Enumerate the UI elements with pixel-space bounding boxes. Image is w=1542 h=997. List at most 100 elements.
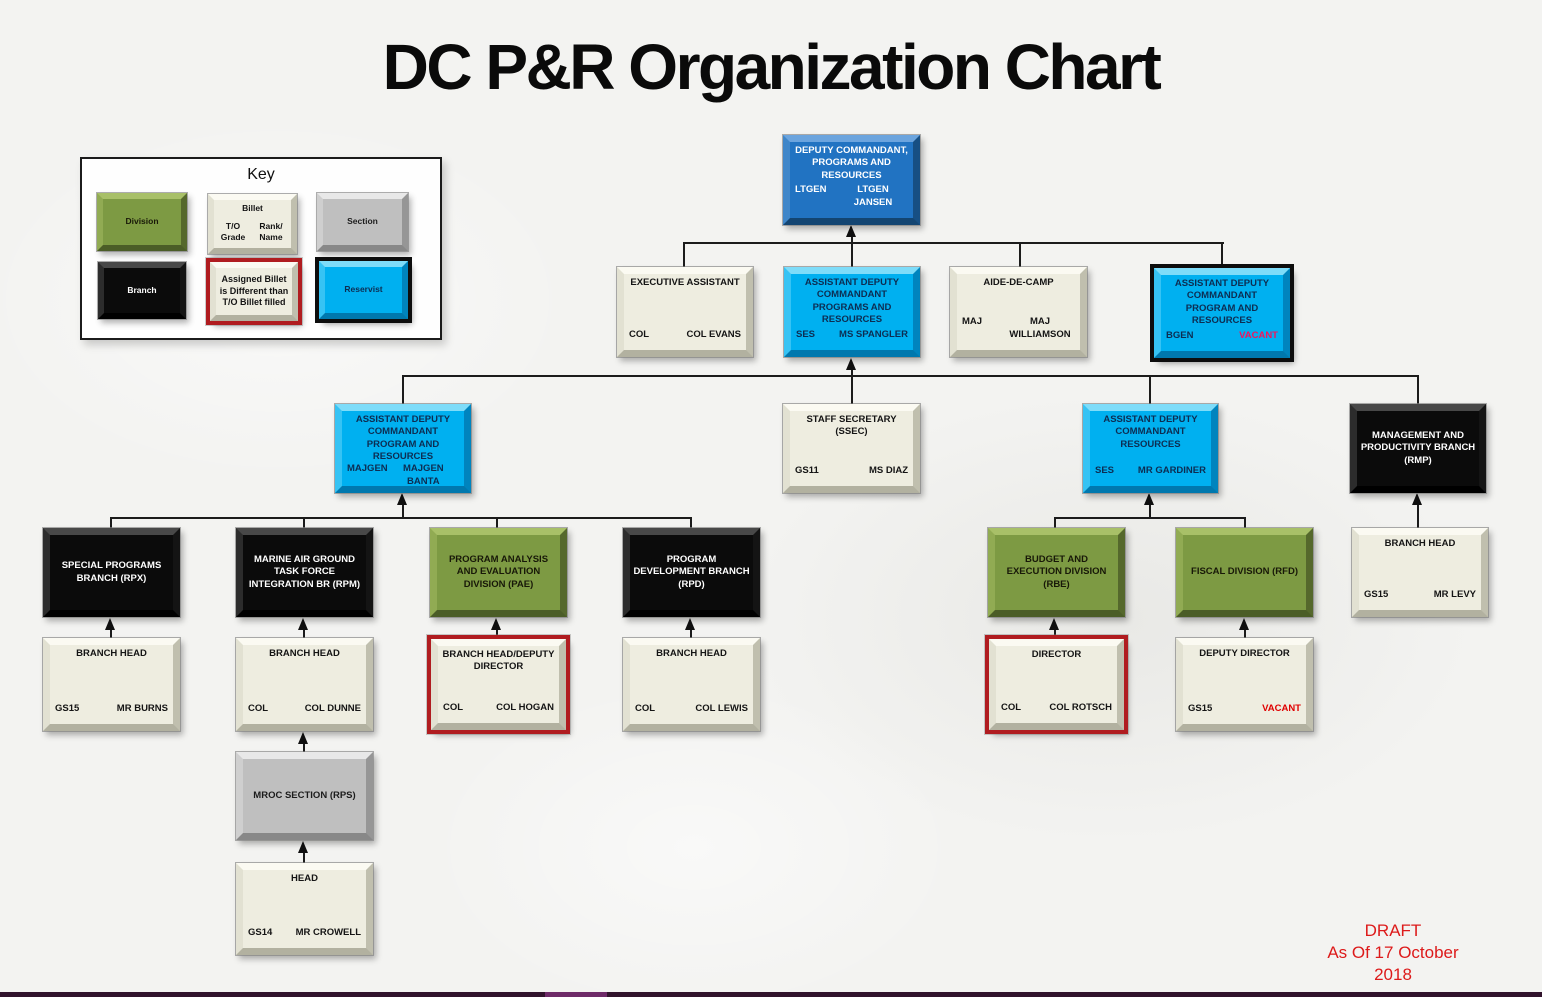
connector-vline: [851, 366, 853, 404]
node-title: EXECUTIVE ASSISTANT: [630, 277, 740, 288]
connector-vline: [1244, 517, 1246, 529]
legend-assigned-billet: Assigned Billet is Different than T/O Bi…: [210, 262, 298, 321]
legend-billet-rank: Rank/ Name: [259, 220, 283, 242]
node-title: BRANCH HEAD: [1384, 538, 1456, 549]
node-grade: SES: [1095, 464, 1115, 476]
org-node-branch-head-dunne: BRANCH HEAD COL COL DUNNE: [236, 638, 373, 731]
node-title: DEPUTY COMMANDANT, PROGRAMS AND RESOURCE…: [795, 145, 908, 181]
connector-vline: [303, 517, 305, 529]
node-person: COL ROTSCH: [1049, 701, 1112, 713]
node-grade: MAJGEN: [347, 463, 388, 475]
node-billet-row: COL COL LEWIS: [630, 703, 753, 715]
node-title: BRANCH HEAD: [76, 648, 147, 659]
connector-vline: [1221, 242, 1223, 268]
connector-vline: [402, 501, 404, 517]
connector-vline: [690, 626, 692, 638]
connector-hline: [1055, 517, 1246, 519]
node-person-vacant: VACANT: [1262, 702, 1301, 714]
connector-vline: [1019, 242, 1021, 268]
node-billet-row: LTGEN LTGEN JANSEN: [790, 184, 913, 209]
node-grade: COL: [635, 702, 656, 714]
connector-vline: [1417, 375, 1419, 404]
legend-title: Key: [247, 166, 275, 183]
node-title: PROGRAM DEVELOPMENT BRANCH (RPD): [633, 553, 750, 590]
node-title: ASSISTANT DEPUTY COMMANDANT PROGRAM AND …: [1174, 278, 1270, 327]
node-billet-row: COL COL EVANS: [624, 329, 746, 341]
org-node-aide-de-camp: AIDE-DE-CAMP MAJ MAJ WILLIAMSON: [950, 267, 1087, 357]
arrow-up-icon: [298, 732, 308, 744]
node-person: LTGEN JANSEN: [853, 184, 893, 208]
org-node-branch-head-levy: BRANCH HEAD GS15 MR LEVY: [1352, 528, 1488, 617]
legend-billet-row: T/O Grade Rank/ Name: [214, 221, 291, 243]
node-billet-row: BGEN VACANT: [1161, 330, 1283, 342]
org-node-head-crowell: HEAD GS14 MR CROWELL: [236, 863, 373, 955]
connector-hline: [684, 242, 1224, 244]
node-title: DEPUTY DIRECTOR: [1199, 648, 1290, 659]
arrow-up-icon: [1239, 618, 1249, 630]
legend-section-label: Section: [347, 216, 378, 227]
legend-branch-label: Branch: [127, 284, 157, 295]
node-grade: COL: [443, 701, 464, 713]
node-title: STAFF SECRETARY (SSEC): [806, 414, 897, 438]
node-person: MR BURNS: [116, 702, 168, 714]
org-node-adc-resources-gardiner: ASSISTANT DEPUTY COMMANDANT RESOURCES SE…: [1083, 404, 1218, 493]
node-person: MR GARDINER: [1137, 464, 1206, 476]
node-person: MAJ WILLIAMSON: [1009, 316, 1071, 340]
legend-reservist: Reservist: [319, 261, 408, 319]
node-grade: BGEN: [1166, 329, 1194, 341]
connector-vline: [851, 233, 853, 268]
org-node-magtf-integration-branch: MARINE AIR GROUND TASK FORCE INTEGRATION…: [236, 528, 373, 617]
node-title: DIRECTOR: [1031, 649, 1082, 660]
connector-hline: [403, 375, 1419, 377]
node-billet-row: SES MR GARDINER: [1090, 465, 1211, 477]
node-billet-row: SES MS SPANGLER: [791, 329, 913, 341]
legend-branch: Branch: [98, 262, 186, 319]
node-grade: GS15: [55, 702, 80, 714]
node-grade: GS15: [1188, 702, 1213, 714]
connector-vline: [496, 626, 498, 638]
arrow-up-icon: [846, 358, 856, 370]
org-node-branch-head-burns: BRANCH HEAD GS15 MR BURNS: [43, 638, 180, 731]
org-node-fiscal-division: FISCAL DIVISION (RFD): [1176, 528, 1313, 617]
legend-billet-grade: T/O Grade: [220, 220, 246, 242]
connector-vline: [110, 626, 112, 638]
node-billet-row: COL COL HOGAN: [438, 702, 559, 714]
org-node-management-productivity-branch: MANAGEMENT AND PRODUCTIVITY BRANCH (RMP): [1350, 404, 1486, 493]
connector-vline: [496, 517, 498, 529]
node-person: COL LEWIS: [695, 702, 748, 714]
node-person: MS SPANGLER: [839, 328, 908, 340]
connector-vline: [303, 740, 305, 752]
legend-key-box: Key Division Billet T/O Grade Rank/ Name…: [80, 157, 442, 340]
arrow-up-icon: [298, 841, 308, 853]
org-node-staff-secretary: STAFF SECRETARY (SSEC) GS11 MS DIAZ: [783, 404, 920, 493]
legend-reservist-label: Reservist: [344, 284, 383, 295]
node-title: ASSISTANT DEPUTY COMMANDANT PROGRAM AND …: [355, 414, 451, 463]
node-billet-row: GS15 VACANT: [1183, 703, 1306, 715]
connector-vline: [1149, 375, 1151, 404]
connector-vline: [683, 242, 685, 268]
node-title: BRANCH HEAD: [656, 648, 727, 659]
as-of-date: As Of 17 October 2018: [1327, 943, 1459, 985]
node-billet-row: COL COL ROTSCH: [996, 702, 1117, 714]
node-billet-row: GS14 MR CROWELL: [243, 927, 366, 939]
node-person: MAJGEN BANTA: [403, 463, 444, 487]
org-node-deputy-director-vacant: DEPUTY DIRECTOR GS15 VACANT: [1176, 638, 1313, 731]
node-grade: COL: [629, 328, 650, 340]
arrow-up-icon: [298, 618, 308, 630]
org-node-special-programs-branch: SPECIAL PROGRAMS BRANCH (RPX): [43, 528, 180, 617]
node-billet-row: COL COL DUNNE: [243, 703, 366, 715]
org-node-mroc-section: MROC SECTION (RPS): [236, 752, 373, 840]
org-node-branch-head-lewis: BRANCH HEAD COL COL LEWIS: [623, 638, 760, 731]
node-title: ASSISTANT DEPUTY COMMANDANT PROGRAMS AND…: [804, 277, 900, 326]
connector-vline: [1244, 626, 1246, 638]
legend-division-label: Division: [125, 216, 159, 227]
arrow-up-icon: [1412, 493, 1422, 505]
node-billet-row: MAJ MAJ WILLIAMSON: [957, 316, 1080, 341]
node-person: COL DUNNE: [304, 702, 361, 714]
draft-stamp: DRAFT As Of 17 October 2018: [1308, 920, 1478, 986]
node-person: MR LEVY: [1433, 588, 1476, 600]
node-person: MS DIAZ: [868, 464, 908, 476]
node-grade: LTGEN: [795, 184, 827, 196]
connector-vline: [402, 375, 404, 404]
org-node-budget-execution-division: BUDGET AND EXECUTION DIVISION (RBE): [988, 528, 1125, 617]
